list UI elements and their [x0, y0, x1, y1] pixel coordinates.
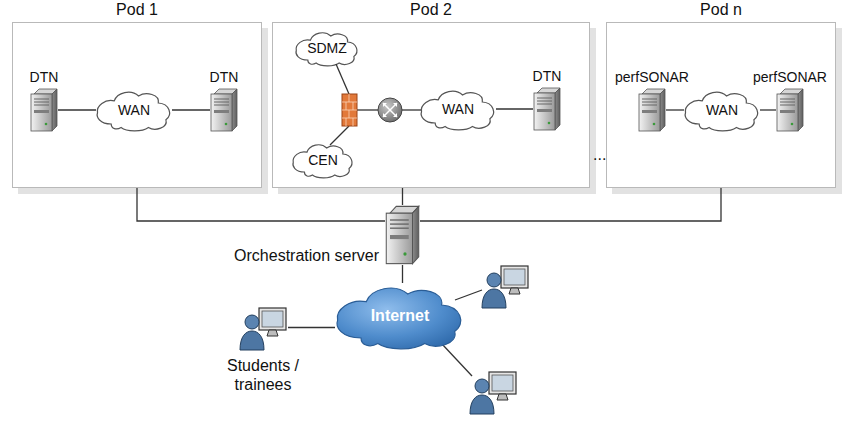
pod-title: Pod n — [607, 1, 835, 19]
network-link — [172, 109, 210, 110]
server-label: Orchestration server — [234, 247, 379, 265]
server-label: DTN — [210, 69, 239, 85]
network-link — [137, 188, 385, 221]
dtn-server: DTN — [533, 87, 561, 131]
wan-cloud: WAN — [420, 88, 496, 130]
user-icon — [238, 306, 288, 352]
network-link — [420, 188, 721, 221]
cen-cloud: CEN — [292, 142, 354, 178]
cloud-label: WAN — [118, 102, 150, 118]
router-symbol — [378, 98, 402, 122]
cloud-label: WAN — [706, 102, 738, 118]
server-label: DTN — [533, 68, 562, 84]
continuation-mark: ... — [593, 146, 606, 164]
server-icon — [30, 88, 58, 132]
sdmz-cloud: SDMZ — [295, 30, 359, 66]
network-link — [58, 109, 96, 110]
wan-cloud: WAN — [96, 89, 172, 131]
internet-cloud: Internet — [335, 283, 465, 349]
cloud-label: Internet — [371, 307, 430, 325]
cloud-label: WAN — [442, 101, 474, 117]
dtn-server: DTN — [210, 88, 238, 132]
dtn-server: DTN — [30, 88, 58, 132]
server-icon — [210, 88, 238, 132]
perfsonar-server: perfSONAR — [776, 88, 804, 132]
server-icon — [638, 88, 666, 132]
cloud-label: CEN — [308, 152, 338, 168]
pod-title: Pod 1 — [13, 1, 261, 19]
user-icon — [482, 266, 528, 308]
network-link — [760, 109, 776, 110]
user-icon — [470, 372, 516, 414]
firewall-symbol — [342, 94, 357, 126]
network-link — [402, 265, 403, 283]
network-link — [402, 188, 403, 205]
wan-cloud: WAN — [684, 89, 760, 131]
student-user: Students / trainees — [238, 306, 288, 352]
pod-title: Pod 2 — [273, 1, 589, 19]
server-label: perfSONAR — [615, 69, 689, 85]
orchestration-server: Orchestration server — [385, 205, 420, 265]
server-icon — [776, 88, 804, 132]
network-link — [666, 109, 684, 110]
pod-panel: Pod 1DTNWANDTN — [12, 22, 262, 188]
user-label: Students / trainees — [218, 356, 308, 394]
network-link — [288, 327, 335, 328]
pod-panel: Pod nperfSONARWANperfSONAR — [606, 22, 836, 188]
perfsonar-server: perfSONAR — [638, 88, 666, 132]
cloud-label: SDMZ — [307, 40, 347, 56]
server-icon — [385, 205, 420, 265]
pod-panel: Pod 2SDMZCENWANDTN — [272, 22, 590, 188]
server-icon — [533, 87, 561, 131]
network-link — [496, 108, 533, 109]
server-label: DTN — [30, 69, 59, 85]
server-label: perfSONAR — [753, 69, 827, 85]
